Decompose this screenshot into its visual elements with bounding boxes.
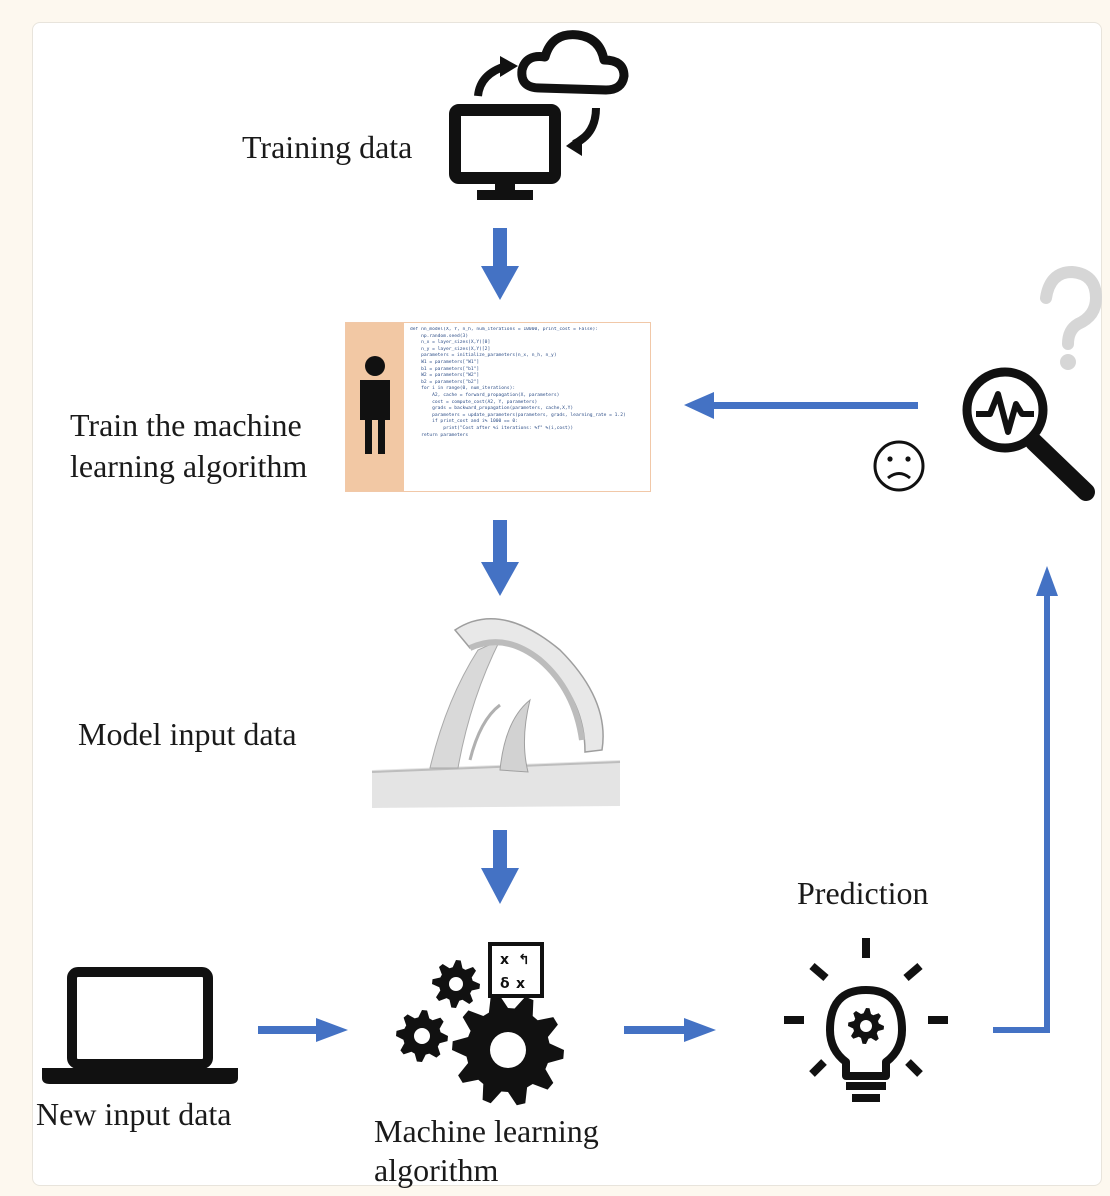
training-data-label: Training data bbox=[242, 129, 413, 165]
svg-text:↰: ↰ bbox=[518, 952, 530, 968]
code-line: W1 = parameters["W1"] bbox=[410, 359, 480, 365]
code-line: W2 = parameters["W2"] bbox=[410, 373, 480, 379]
gear-large-hole bbox=[490, 1032, 526, 1068]
arrow-feedback-left bbox=[684, 392, 918, 419]
code-snippet-image: def nn_model(X, Y, n_h, num_iterations =… bbox=[345, 322, 651, 492]
code-line: return parameters bbox=[410, 432, 469, 438]
model-render-image bbox=[370, 612, 621, 808]
person-icon bbox=[360, 356, 390, 454]
code-line: parameters = initialize_parameters(n_x, … bbox=[410, 353, 557, 359]
cloud-icon bbox=[517, 30, 629, 95]
new-input-data-label: New input data bbox=[36, 1096, 232, 1132]
code-line: print("Cost after %i iterations: %f" %(i… bbox=[410, 425, 574, 431]
code-line: np.random.seed(3) bbox=[410, 333, 469, 339]
magnifier-pulse-icon bbox=[962, 367, 1095, 501]
prediction-label: Prediction bbox=[797, 875, 929, 911]
question-mark-icon bbox=[1040, 265, 1103, 370]
arrow-down-3 bbox=[481, 830, 519, 904]
ml-algorithm-label-line1: Machine learning bbox=[374, 1113, 599, 1149]
sad-face-icon bbox=[873, 440, 925, 492]
arrow-down-1 bbox=[481, 228, 519, 300]
svg-text:δ: δ bbox=[500, 976, 510, 992]
arrow-down-2 bbox=[481, 520, 519, 596]
code-line: grads = backward_propagation(parameters,… bbox=[410, 406, 574, 412]
code-line: n_x = layer_sizes(X,Y)[0] bbox=[410, 340, 491, 346]
gears-icon bbox=[396, 960, 564, 1106]
ml-algorithm-label-line2: algorithm bbox=[374, 1152, 499, 1188]
code-lines: def nn_model(X, Y, n_h, num_iterations =… bbox=[410, 327, 646, 487]
code-line: for i in range(0, num_iterations): bbox=[410, 386, 516, 392]
code-line: parameters = update_parameters(parameter… bbox=[410, 412, 626, 418]
arrow-feedback-up bbox=[993, 566, 1058, 1033]
gear-small-top-hole bbox=[449, 977, 463, 991]
code-line: cost = compute_cost(A2, Y, parameters) bbox=[410, 399, 538, 405]
laptop-icon bbox=[42, 967, 238, 1084]
code-line: n_y = layer_sizes(X,Y)[2] bbox=[410, 346, 491, 352]
code-line: b1 = parameters["b1"] bbox=[410, 366, 480, 372]
train-algorithm-label-line2: learning algorithm bbox=[70, 448, 308, 484]
gear-small-left-hole bbox=[414, 1028, 430, 1044]
arrow-right-2 bbox=[624, 1018, 716, 1042]
bulb-gear-hole bbox=[860, 1020, 872, 1032]
model-input-data-label: Model input data bbox=[78, 716, 297, 752]
train-algorithm-label-line1: Train the machine bbox=[70, 407, 302, 443]
code-line: A2, cache = forward_propagation(X, param… bbox=[410, 392, 560, 398]
code-line: def nn_model(X, Y, n_h, num_iterations =… bbox=[410, 327, 599, 332]
svg-text:x: x bbox=[516, 976, 525, 992]
chalkboard-icon: x ↰ δ x bbox=[488, 942, 544, 998]
arrow-right-1 bbox=[258, 1018, 348, 1042]
code-line: b2 = parameters["b2"] bbox=[410, 379, 480, 385]
lightbulb-gear-icon bbox=[784, 938, 948, 1102]
svg-text:x: x bbox=[500, 952, 509, 968]
sync-arrows-icon bbox=[474, 56, 600, 156]
code-line: if print_cost and i% 1000 == 0: bbox=[410, 419, 518, 425]
monitor-icon bbox=[449, 104, 561, 200]
